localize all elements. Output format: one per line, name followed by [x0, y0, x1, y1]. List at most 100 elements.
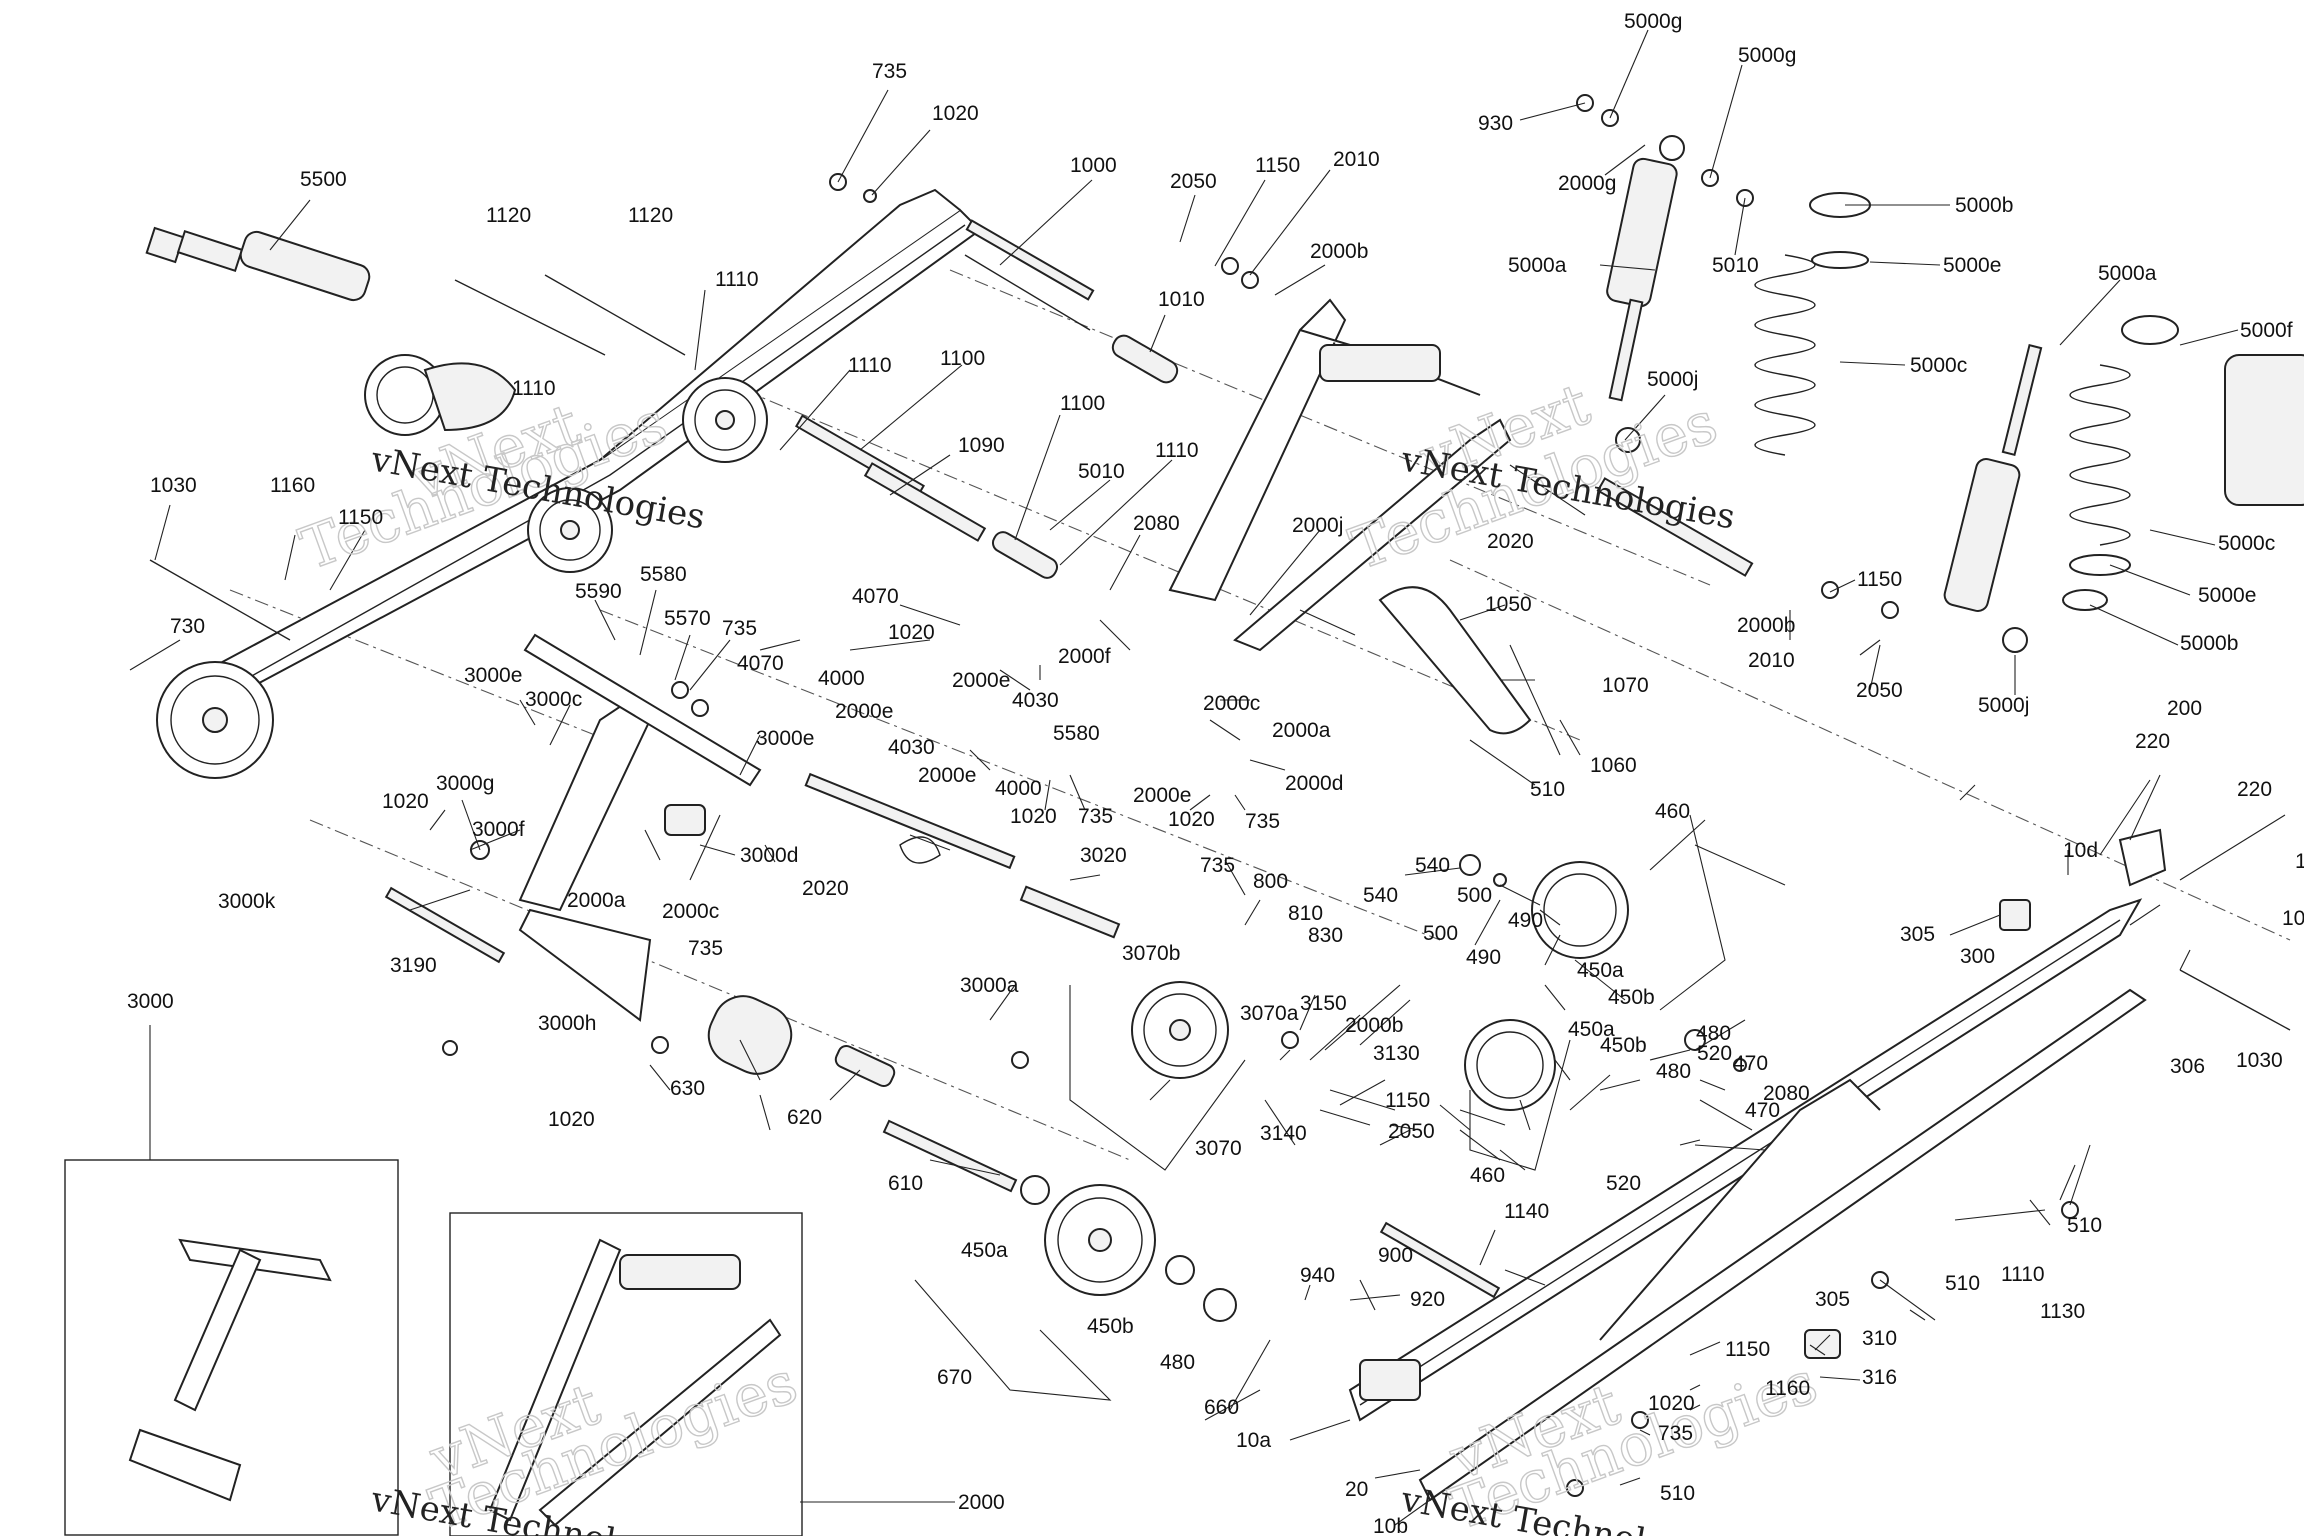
callout-920: 920	[1410, 1288, 1445, 1311]
callout-316: 316	[1862, 1366, 1897, 1389]
shafts-upper	[795, 219, 1179, 579]
callout-2050-c: 2050	[1388, 1120, 1435, 1143]
callout-200: 200	[2167, 697, 2202, 720]
callout-5000b-a: 5000b	[1955, 194, 2013, 217]
callout-1120-b: 1120	[628, 204, 673, 227]
shock-absorber-5500	[145, 226, 371, 302]
callout-735-f: 735	[688, 937, 723, 960]
callout-1150-a: 1150	[1255, 154, 1300, 177]
callout-1150-b: 1150	[338, 506, 383, 529]
callout-450b-c: 450b	[1087, 1315, 1134, 1338]
callout-3140: 3140	[1260, 1122, 1307, 1145]
callout-1120-a: 1120	[486, 204, 531, 227]
callout-2000e-b: 2000e	[835, 700, 893, 723]
callout-2000j: 2000j	[1292, 514, 1343, 537]
callout-10: 10	[2282, 907, 2304, 930]
callout-735-b: 735	[722, 617, 757, 640]
callout-510-a: 510	[1530, 778, 1565, 801]
shock-5000	[1606, 135, 2304, 653]
callout-5000g-a: 5000g	[1624, 10, 1682, 33]
callout-4000-a: 4000	[818, 667, 865, 690]
callout-2000e-a: 2000e	[952, 669, 1010, 692]
front-arm-assembly	[1168, 298, 1754, 735]
callout-490-a: 490	[1508, 909, 1543, 932]
callout-510-c: 510	[1945, 1272, 1980, 1295]
callout-1160-a: 1160	[270, 474, 315, 497]
callout-4070-b: 4070	[737, 652, 784, 675]
callout-4070-a: 4070	[852, 585, 899, 608]
callout-5500: 5500	[300, 168, 347, 191]
rear-arm-assembly	[384, 633, 1121, 1022]
callout-480-c: 480	[1160, 1351, 1195, 1374]
callout-1020-f: 1020	[548, 1108, 595, 1131]
callout-500-a: 500	[1457, 884, 1492, 907]
callout-2020-b: 2020	[802, 877, 849, 900]
callout-450b-b: 450b	[1600, 1034, 1647, 1057]
callout-20: 20	[1345, 1478, 1368, 1501]
callout-2080-a: 2080	[1133, 512, 1180, 535]
centerlines	[229, 269, 2291, 1161]
callout-735-c: 735	[1078, 805, 1113, 828]
callout-2000e-c: 2000e	[918, 764, 976, 787]
callout-510-d: 510	[1660, 1482, 1695, 1505]
callout-520-b: 520	[1606, 1172, 1641, 1195]
callout-1150-e: 1150	[1725, 1338, 1770, 1361]
callout-1010: 1010	[1158, 288, 1205, 311]
callout-540-b: 540	[1363, 884, 1398, 907]
callout-4030-a: 4030	[1012, 689, 1059, 712]
callout-1030-b: 1030	[2236, 1049, 2283, 1072]
callout-1100-a: 1100	[940, 347, 985, 370]
callout-630: 630	[670, 1077, 705, 1100]
callout-3000h: 3000h	[538, 1012, 596, 1035]
callout-2000b-a: 2000b	[1310, 240, 1368, 263]
callout-3150: 3150	[1300, 992, 1347, 1015]
callout-460-b: 460	[1470, 1164, 1505, 1187]
inset-boxes	[64, 1159, 803, 1536]
callout-labels: 5000g 5000g 930 2000g 5000b 5010 5000a 5…	[127, 10, 2304, 1536]
callout-520-a: 520	[1697, 1042, 1732, 1065]
callout-2000c-a: 2000c	[1203, 692, 1260, 715]
callout-1060: 1060	[1590, 754, 1637, 777]
callout-2050-a: 2050	[1170, 170, 1217, 193]
callout-5000b-b: 5000b	[2180, 632, 2238, 655]
callout-300: 300	[1960, 945, 1995, 968]
callout-220-a: 220	[2135, 730, 2170, 753]
idler-wheels	[707, 861, 1629, 1322]
callout-2000b-b: 2000b	[1737, 614, 1795, 637]
callout-3000d: 3000d	[740, 844, 798, 867]
callout-2080-b: 2080	[1763, 1082, 1810, 1105]
callout-5590: 5590	[575, 580, 622, 603]
callout-3190: 3190	[390, 954, 437, 977]
callout-450a-a: 450a	[1577, 959, 1624, 982]
callout-660: 660	[1204, 1396, 1239, 1419]
callout-4030-b: 4030	[888, 736, 935, 759]
callout-930: 930	[1478, 112, 1513, 135]
callout-3070b: 3070b	[1122, 942, 1180, 965]
callout-800: 800	[1253, 870, 1288, 893]
callout-610: 610	[888, 1172, 923, 1195]
callout-5010-b: 5010	[1078, 460, 1125, 483]
callout-1160-b: 1160	[1765, 1377, 1810, 1400]
parts	[64, 94, 2304, 1536]
callout-5000c-a: 5000c	[1910, 354, 1967, 377]
callout-510-b: 510	[2067, 1214, 2102, 1237]
callout-540-a: 540	[1415, 854, 1450, 877]
callout-1020-a: 1020	[932, 102, 979, 125]
callout-5010-a: 5010	[1712, 254, 1759, 277]
callout-500-b: 500	[1423, 922, 1458, 945]
callout-620: 620	[787, 1106, 822, 1129]
callout-1020-g: 1020	[1648, 1392, 1695, 1415]
callout-10b: 10b	[1373, 1515, 1408, 1536]
callout-1020-e: 1020	[382, 790, 429, 813]
callout-1130: 1130	[2040, 1300, 2085, 1323]
callout-1110-a: 1110	[715, 268, 759, 291]
callout-2000f: 2000f	[1058, 645, 1111, 668]
callout-730: 730	[170, 615, 205, 638]
callout-1150-d: 1150	[1385, 1089, 1430, 1112]
callout-735-g: 735	[1658, 1422, 1693, 1445]
left-rail-assembly	[156, 188, 982, 779]
callout-305-a: 305	[1900, 923, 1935, 946]
callout-470-b: 470	[1745, 1099, 1780, 1122]
callout-2050-b: 2050	[1856, 679, 1903, 702]
callout-1070: 1070	[1602, 674, 1649, 697]
